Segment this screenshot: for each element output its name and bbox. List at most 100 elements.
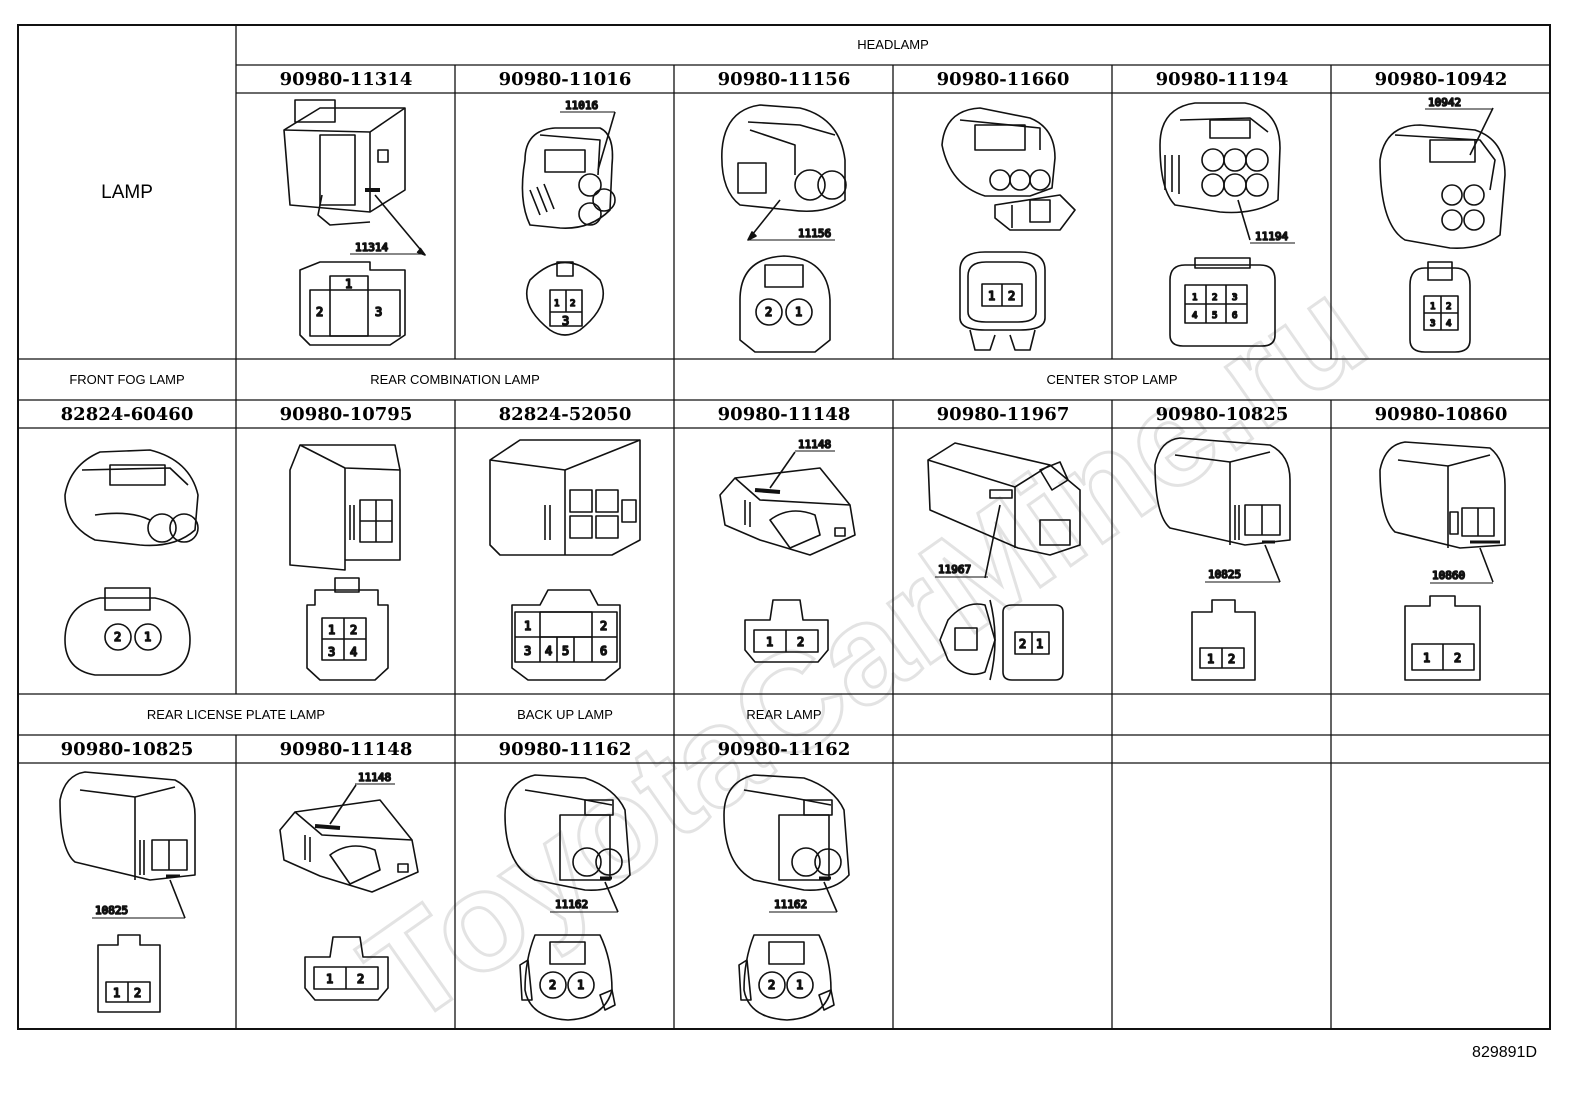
pin-number: 2 — [1454, 651, 1461, 665]
pin-number: 1 — [554, 299, 559, 309]
pin-number: 2 — [134, 986, 141, 1000]
pin-number: 2 — [357, 972, 364, 986]
pin-number: 1 — [988, 289, 995, 303]
pin-number: 2 — [549, 978, 556, 992]
pin-number: 1 — [328, 623, 335, 637]
callout-label: 11148 — [798, 438, 831, 451]
connector-11162-drawing: 11162 — [504, 774, 631, 1021]
pin-number: 3 — [328, 645, 335, 659]
connector-11194-drawing: 11194 — [1159, 102, 1295, 347]
section-front-fog-lamp: FRONT FOG LAMP — [69, 372, 184, 387]
connector-11156-drawing: 11156 — [721, 104, 847, 353]
pin-number: 4 — [350, 645, 357, 659]
part-number: 90980-10860 — [1375, 404, 1508, 425]
connector-11967-drawing: 11967 — [927, 442, 1081, 681]
section-rear-license-plate-lamp: REAR LICENSE PLATE LAMP — [147, 707, 325, 722]
part-number: 90980-11156 — [718, 69, 851, 90]
pin-number: 1 — [1192, 293, 1197, 303]
connector-11016-drawing: 11016 — [521, 98, 616, 336]
pin-number: 3 — [1430, 319, 1435, 329]
pin-number: 1 — [1430, 302, 1435, 312]
pin-number: 4 — [1192, 311, 1197, 321]
callout-label: 11162 — [774, 898, 807, 911]
connector-10825-drawing: 10825 — [1154, 437, 1291, 681]
pin-number: 1 — [326, 972, 333, 986]
pin-number: 2 — [1008, 289, 1015, 303]
callout-label: 11967 — [938, 563, 971, 576]
pin-number: 3 — [1232, 293, 1237, 303]
callout-label: 10825 — [1208, 568, 1241, 581]
callout-label: 11156 — [798, 227, 831, 240]
callout-label: 11314 — [355, 241, 388, 254]
connector-52050-drawing — [489, 439, 641, 681]
callout-label: 10942 — [1428, 96, 1461, 109]
part-number: 82824-52050 — [499, 404, 632, 425]
pin-number: 1 — [766, 635, 773, 649]
pin-number: 1 — [113, 986, 120, 1000]
part-number: 90980-10942 — [1375, 69, 1508, 90]
pin-number: 6 — [1232, 311, 1237, 321]
connector-10795-drawing — [289, 444, 401, 681]
part-number: 90980-11660 — [937, 69, 1070, 90]
pin-number: 1 — [345, 277, 352, 291]
pin-number: 6 — [600, 644, 607, 658]
part-number: 90980-11148 — [280, 739, 413, 760]
part-number: 90980-10825 — [1156, 404, 1289, 425]
pin-number: 1 — [1207, 652, 1214, 666]
part-number: 82824-60460 — [61, 404, 194, 425]
connector-10942-drawing: 10942 — [1379, 95, 1506, 353]
pin-number: 2 — [600, 619, 607, 633]
connector-10860-drawing: 10860 — [1379, 441, 1506, 681]
connector-11148-drawing: 11148 — [719, 437, 856, 663]
part-number: 90980-11194 — [1156, 69, 1289, 90]
pin-number: 1 — [1423, 651, 1430, 665]
pin-number: 2 — [1019, 637, 1026, 651]
callout-label: 11016 — [565, 99, 598, 112]
pin-number: 1 — [795, 305, 802, 319]
connector-11148b-drawing: 11148 — [279, 770, 419, 1001]
part-number: 90980-11967 — [937, 404, 1070, 425]
pin-number: 1 — [524, 619, 531, 633]
part-number: 90980-11314 — [280, 69, 413, 90]
pin-number: 2 — [765, 305, 772, 319]
connector-60460-drawing — [64, 449, 199, 676]
pin-number: 2 — [1228, 652, 1235, 666]
pin-number: 2 — [316, 305, 323, 319]
section-rear-lamp: REAR LAMP — [746, 707, 821, 722]
pin-number: 2 — [570, 299, 575, 309]
part-number: 90980-11162 — [499, 739, 632, 760]
pin-number: 4 — [545, 644, 552, 658]
pin-number: 2 — [797, 635, 804, 649]
part-number: 90980-11016 — [499, 69, 632, 90]
pin-number: 1 — [577, 978, 584, 992]
pin-number: 2 — [1212, 293, 1217, 303]
connector-10825b-drawing: 10825 — [59, 771, 196, 1013]
part-number: 90980-11162 — [718, 739, 851, 760]
section-center-stop-lamp: CENTER STOP LAMP — [1047, 372, 1178, 387]
pin-number: 3 — [524, 644, 531, 658]
callout-label: 10825 — [95, 904, 128, 917]
pin-number: 2 — [1446, 302, 1451, 312]
pin-number: 3 — [562, 314, 569, 328]
part-numbers: 90980-11314 90980-11016 90980-11156 9098… — [61, 69, 1508, 760]
pin-number: 1 — [144, 630, 151, 644]
callout-label: 11194 — [1255, 230, 1288, 243]
pin-number: 5 — [1212, 311, 1217, 321]
callout-label: 11162 — [555, 898, 588, 911]
section-back-up-lamp: BACK UP LAMP — [517, 707, 613, 722]
part-number: 90980-11148 — [718, 404, 851, 425]
table-grid — [17, 24, 1551, 1030]
part-number: 90980-10825 — [61, 739, 194, 760]
section-headlamp: HEADLAMP — [857, 37, 929, 52]
pin-number: 1 — [796, 978, 803, 992]
lamp-title: LAMP — [101, 182, 153, 203]
connector-11162b-drawing: 11162 — [723, 774, 850, 1021]
pin-number: 4 — [1446, 319, 1451, 329]
pin-number: 2 — [350, 623, 357, 637]
part-number: 90980-10795 — [280, 404, 413, 425]
section-rear-combination-lamp: REAR COMBINATION LAMP — [370, 372, 540, 387]
document-number: 829891D — [1472, 1044, 1537, 1061]
pin-number: 2 — [768, 978, 775, 992]
pin-number: 5 — [562, 644, 569, 658]
